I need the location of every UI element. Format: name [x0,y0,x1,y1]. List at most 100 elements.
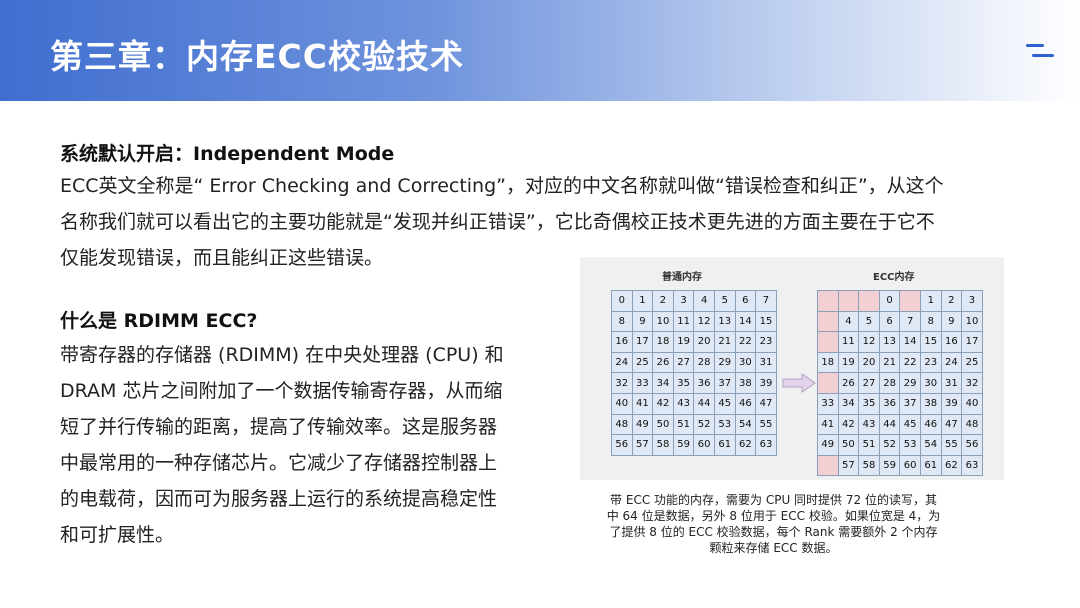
figure-caption-line: 颗粒来存储 ECC 数据。 [709,541,838,555]
memory-cell: 50 [838,435,860,456]
memory-cell: 31 [941,373,963,394]
ecc-parity-cell [818,332,839,353]
memory-cell: 48 [612,414,633,436]
memory-cell: 52 [879,435,901,456]
memory-cell: 41 [818,414,839,436]
memory-cell: 3 [962,291,983,312]
menu-icon-line-top [1026,44,1044,47]
memory-cell: 17 [962,332,983,353]
memory-cell: 60 [900,455,921,477]
memory-cell: 24 [941,352,963,374]
memory-cell: 48 [962,414,983,436]
memory-cell: 25 [632,352,654,374]
memory-cell: 27 [859,373,880,394]
memory-cell: 29 [900,373,921,394]
memory-cell: 24 [612,352,633,374]
memory-cell: 47 [941,414,963,436]
memory-cell: 30 [920,373,942,394]
memory-cell: 4 [838,311,860,333]
memory-cell: 4 [694,291,715,312]
memory-cell: 6 [735,291,757,312]
memory-cell: 2 [941,291,963,312]
memory-cell: 38 [735,373,757,394]
memory-cell: 59 [673,435,695,456]
memory-cell: 35 [673,373,695,394]
memory-cell: 16 [612,332,633,353]
normal-memory-label: 普通内存 [662,272,702,283]
rdimm-description: 带寄存器的存储器 (RDIMM) 在中央处理器 (CPU) 和 DRAM 芯片之… [60,337,535,553]
memory-cell: 47 [756,393,777,415]
page-title: 第三章：内存ECC校验技术 [50,37,464,76]
memory-cell: 49 [632,414,654,436]
memory-cell: 57 [632,435,654,456]
memory-cell: 53 [900,435,921,456]
figure-caption-line: 了提供 8 位的 ECC 校验数据，每个 Rank 需要额外 2 个内存 [609,525,938,539]
header-banner: 第三章：内存ECC校验技术 [0,0,1080,101]
memory-cell: 18 [653,332,674,353]
memory-cell: 26 [838,373,860,394]
memory-cell: 51 [859,435,880,456]
memory-cell: 8 [920,311,942,333]
memory-cell: 37 [900,393,921,415]
memory-cell: 36 [879,393,901,415]
memory-cell: 18 [818,352,839,374]
ecc-parity-cell [859,291,880,312]
memory-cell: 39 [941,393,963,415]
ecc-parity-cell [900,291,921,312]
memory-cell: 60 [694,435,715,456]
memory-cell: 59 [879,455,901,477]
memory-cell: 43 [673,393,695,415]
figure-caption-line: 中 64 位是数据，另外 8 位用于 ECC 校验。如果位宽是 4，为 [606,509,941,523]
memory-cell: 10 [962,311,983,333]
rdimm-description-line: 短了并行传输的距离，提高了传输效率。这是服务器 [60,416,498,438]
memory-cell: 54 [735,414,757,436]
memory-cell: 49 [818,435,839,456]
memory-cell: 21 [714,332,736,353]
memory-cell: 29 [714,352,736,374]
memory-cell: 43 [859,414,880,436]
memory-cell: 9 [941,311,963,333]
memory-cell: 53 [714,414,736,436]
memory-cell: 57 [838,455,860,477]
memory-cell: 11 [673,311,695,333]
ecc-parity-cell [838,291,860,312]
memory-cell: 16 [941,332,963,353]
memory-cell: 19 [673,332,695,353]
memory-cell: 0 [612,291,633,312]
memory-cell: 41 [632,393,654,415]
memory-cell: 7 [900,311,921,333]
memory-cell: 46 [920,414,942,436]
memory-cell: 37 [714,373,736,394]
memory-cell: 17 [632,332,654,353]
memory-cell: 42 [838,414,860,436]
memory-cell: 40 [612,393,633,415]
menu-icon[interactable] [1026,44,1054,60]
memory-cell: 28 [879,373,901,394]
memory-cell: 30 [735,352,757,374]
ecc-parity-cell [818,311,839,333]
memory-cell: 38 [920,393,942,415]
menu-icon-line-bottom [1032,54,1054,57]
memory-cell: 34 [838,393,860,415]
ecc-description: ECC英文全称是“ Error Checking and Correcting”… [60,168,1035,276]
memory-cell: 1 [920,291,942,312]
memory-cell: 11 [838,332,860,353]
rdimm-description-line: 中最常用的一种存储芯片。它减少了存储器控制器上 [60,452,498,474]
rdimm-description-line: 带寄存器的存储器 (RDIMM) 在中央处理器 (CPU) 和 [60,344,504,366]
memory-cell: 27 [673,352,695,374]
memory-cell: 28 [694,352,715,374]
memory-cell: 35 [859,393,880,415]
memory-cell: 19 [838,352,860,374]
memory-cell: 45 [900,414,921,436]
ecc-parity-cell [818,373,839,394]
ecc-parity-cell [818,291,839,312]
memory-cell: 32 [612,373,633,394]
memory-cell: 62 [735,435,757,456]
memory-cell: 33 [818,393,839,415]
memory-cell: 9 [632,311,654,333]
ecc-parity-cell [818,455,839,477]
memory-cell: 61 [920,455,942,477]
ecc-description-line: 名称我们就可以看出它的主要功能就是“发现并纠正错误”，它比奇偶校正技术更先进的方… [60,211,935,233]
rdimm-description-line: 的电载荷，因而可为服务器上运行的系统提高稳定性 [60,488,498,510]
